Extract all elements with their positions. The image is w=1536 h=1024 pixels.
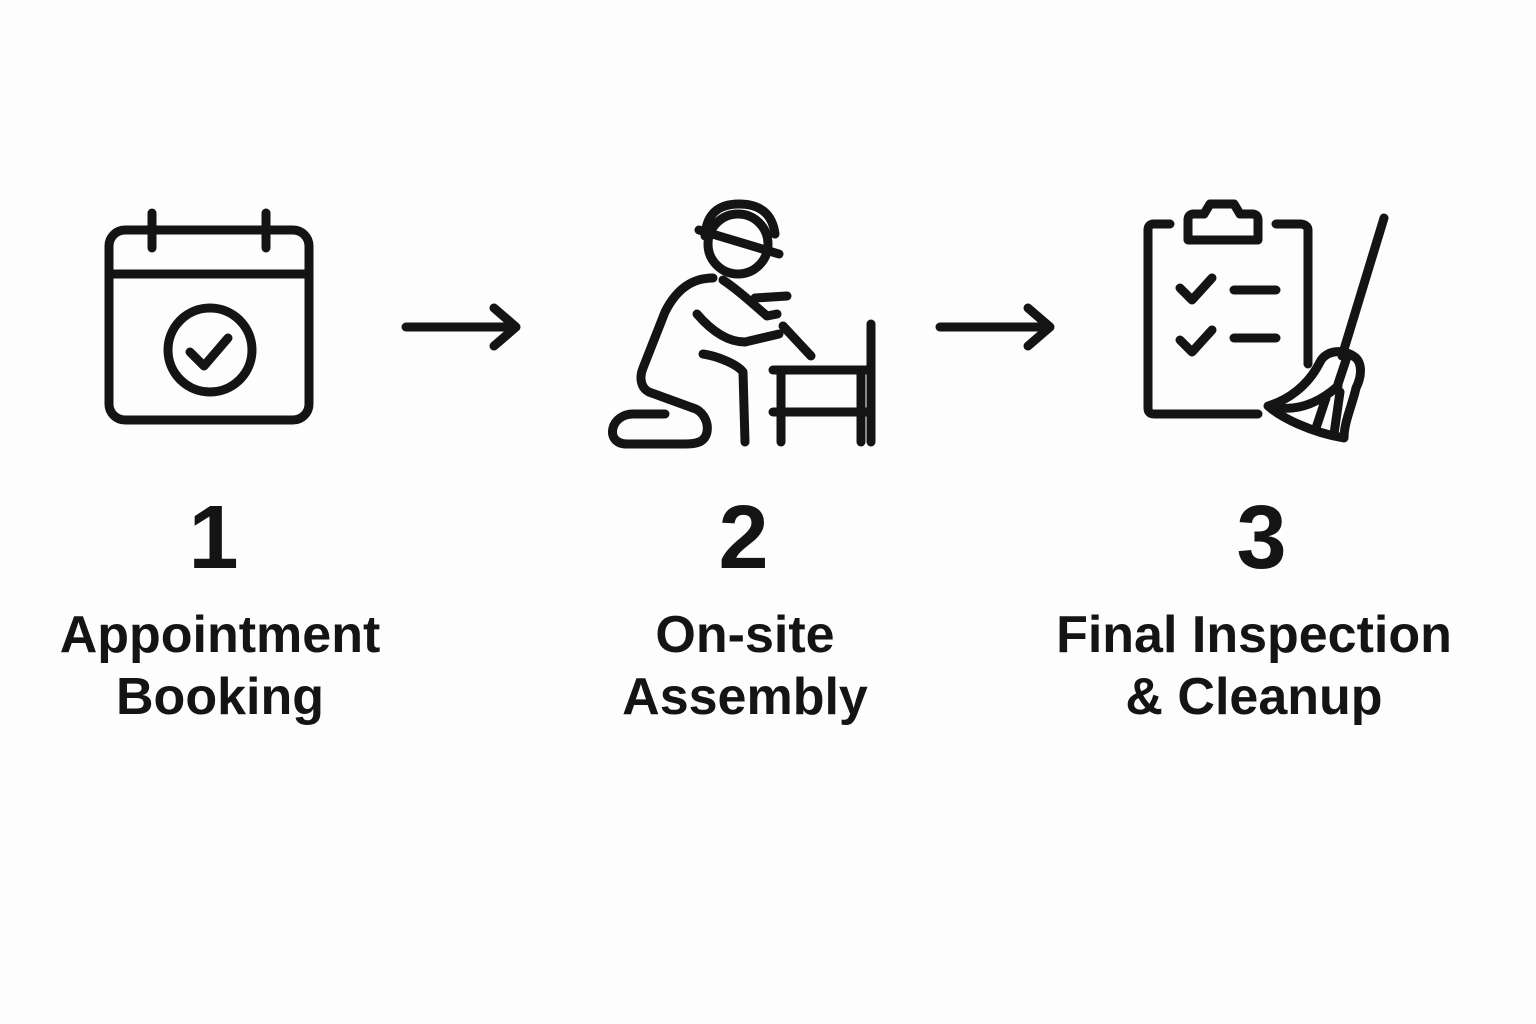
step-2-label: On-site Assembly: [525, 604, 965, 728]
calendar-check-icon: [100, 204, 320, 428]
step-2-label-line-1: On-site: [655, 606, 835, 664]
step-2-label-line-2: Assembly: [622, 668, 868, 726]
step-3-number: 3: [1236, 488, 1288, 588]
worker-assembling-icon: [605, 196, 885, 452]
step-3-label-line-2: & Cleanup: [1125, 668, 1383, 726]
step-1-label-line-2: Booking: [116, 668, 324, 726]
clipboard-broom-icon: [1140, 196, 1396, 452]
arrow-right-icon: [934, 302, 1060, 352]
step-2-number: 2: [718, 488, 770, 588]
arrow-right-icon: [400, 302, 526, 352]
step-3-label-line-1: Final Inspection: [1056, 606, 1452, 664]
step-1-number: 1: [188, 488, 240, 588]
step-3-label: Final Inspection & Cleanup: [1034, 604, 1474, 728]
step-1-label: Appointment Booking: [0, 604, 440, 728]
step-1-label-line-1: Appointment: [59, 606, 381, 664]
